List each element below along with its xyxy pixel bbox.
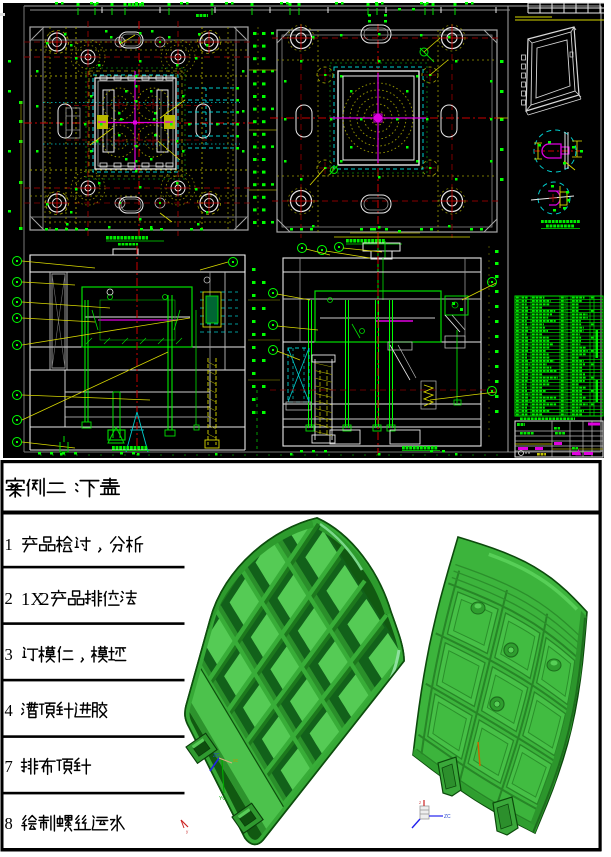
svg-text:1: 1 <box>5 535 13 554</box>
svg-text:7: 7 <box>5 757 13 776</box>
svg-text:z: z <box>419 800 422 805</box>
svg-text:8: 8 <box>5 814 13 833</box>
svg-text:4: 4 <box>5 701 13 720</box>
svg-text:2: 2 <box>5 589 13 608</box>
svg-text:X: X <box>31 589 44 609</box>
svg-text:y: y <box>186 829 189 834</box>
svg-text:ZC: ZC <box>444 814 451 820</box>
svg-text:3: 3 <box>5 645 13 664</box>
svg-text:2: 2 <box>40 589 49 609</box>
svg-text:YC: YC <box>219 796 226 802</box>
svg-text:xc: xc <box>233 758 239 764</box>
svg-text:ZC: ZC <box>213 753 220 759</box>
svg-text:1: 1 <box>21 589 30 609</box>
